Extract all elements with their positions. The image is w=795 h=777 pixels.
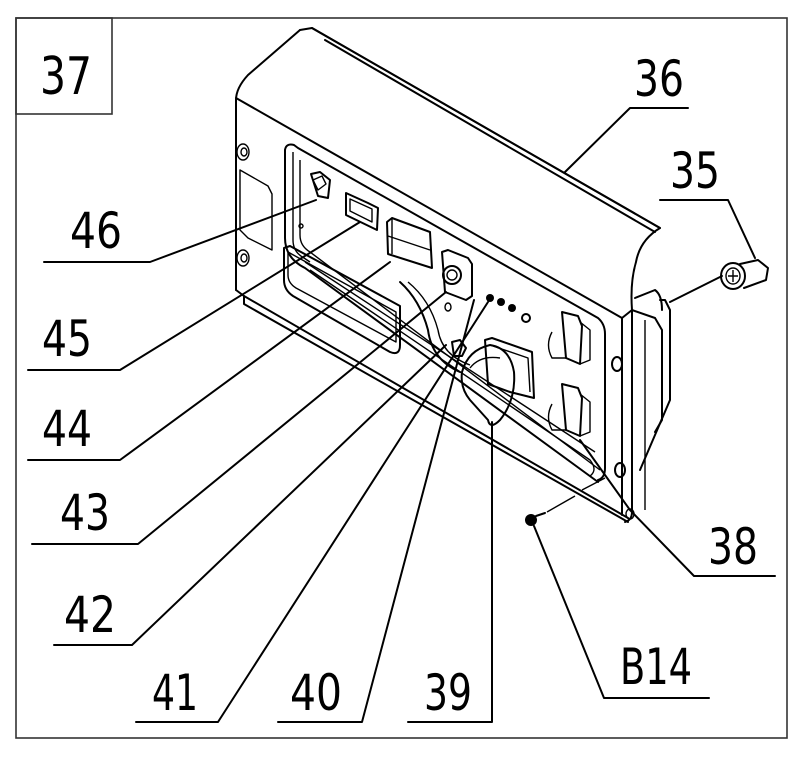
component-44-display (386, 217, 433, 269)
callout-46: 46 (70, 202, 122, 260)
callout-B14: B14 (620, 638, 692, 696)
leader-36 (564, 107, 689, 173)
callout-45: 45 (42, 310, 92, 368)
leader-46 (43, 199, 317, 263)
callout-38: 38 (708, 518, 758, 576)
leader-35 (659, 199, 756, 259)
callout-35: 35 (670, 142, 720, 200)
front-panel (283, 143, 606, 483)
leader-44 (27, 261, 391, 461)
component-43-connector (441, 249, 473, 312)
callout-40: 40 (290, 664, 342, 722)
leader-lines (27, 107, 776, 723)
leader-39 (407, 421, 493, 723)
component-B14-screw (525, 477, 606, 526)
component-45-rocker (345, 192, 379, 231)
leader-B14 (533, 525, 710, 699)
component-39-socket (460, 337, 535, 426)
component-38-sockets (547, 311, 635, 520)
title-box-label: 37 (40, 47, 92, 107)
leader-40 (277, 299, 475, 723)
callout-36: 36 (634, 50, 684, 108)
component-35-foot (720, 259, 769, 290)
drawing-frame (15, 17, 788, 739)
left-face-details (236, 143, 273, 267)
callout-44: 44 (42, 400, 92, 458)
component-40-leds (486, 294, 531, 323)
housing-cover (235, 27, 671, 523)
callout-42: 42 (64, 586, 116, 644)
leader-38 (579, 439, 776, 577)
callout-41: 41 (152, 664, 198, 722)
leader-45 (27, 221, 361, 371)
leader-43 (31, 291, 447, 545)
callout-39: 39 (424, 664, 472, 722)
component-46-switch (310, 171, 331, 199)
leader-35-b (669, 275, 723, 303)
leader-41 (135, 301, 489, 723)
screw-hole-icon (236, 249, 250, 267)
title-box (15, 17, 113, 115)
screw-hole-icon (236, 143, 250, 161)
leader-42 (53, 344, 447, 646)
callout-43: 43 (60, 484, 110, 542)
callout-labels: 36 35 46 45 44 43 42 41 40 39 38 B14 (42, 50, 758, 722)
